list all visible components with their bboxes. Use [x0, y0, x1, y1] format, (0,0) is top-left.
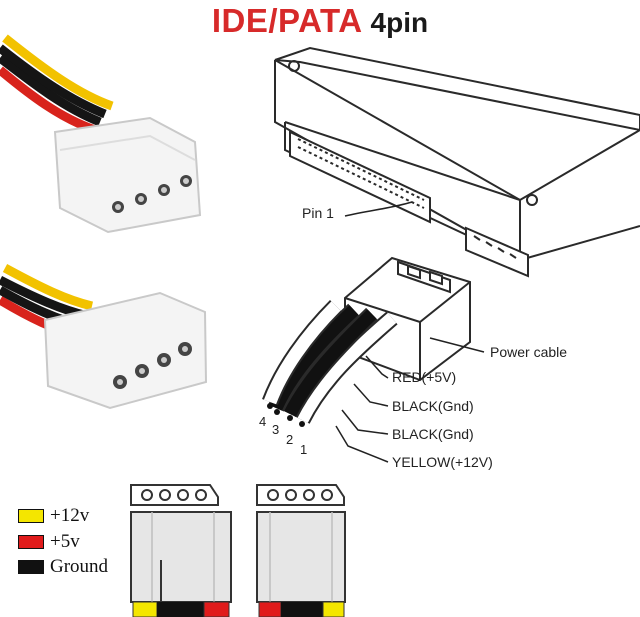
wire-label-black-1: BLACK(Gnd) [392, 398, 474, 414]
wire-label-black-2: BLACK(Gnd) [392, 426, 474, 442]
power-plug-drawing [344, 256, 471, 382]
pin-number-3: 3 [272, 422, 280, 437]
legend-item-12v: +12v [18, 505, 90, 526]
pin-number-2: 2 [286, 432, 294, 447]
wire-label-red: RED(+5V) [392, 369, 457, 385]
title-main: IDE/PATA [211, 2, 363, 39]
title-sub: 4pin [370, 7, 429, 38]
molex-connector-photo-bottom [0, 264, 208, 410]
molex-connector-photo-top [0, 34, 202, 234]
pin1-pointer-line [344, 201, 413, 217]
legend-label: Ground [50, 556, 109, 577]
pin-number-4: 4 [259, 414, 267, 429]
pin1-label: Pin 1 [302, 205, 334, 221]
schematic-connector-right [256, 484, 346, 617]
power-plug-wires [262, 299, 398, 427]
legend-label: +5v [50, 531, 80, 552]
legend-swatch-black [18, 560, 44, 574]
schematic-connector-left [130, 484, 232, 617]
label-leader-lines [335, 337, 485, 463]
pin-number-1: 1 [300, 442, 308, 457]
legend-item-5v: +5v [18, 531, 80, 552]
legend-label: +12v [50, 505, 90, 526]
legend-swatch-yellow [18, 509, 44, 523]
legend-swatch-red [18, 535, 44, 549]
legend-item-ground: Ground [18, 556, 109, 577]
wire-label-yellow: YELLOW(+12V) [392, 454, 493, 470]
hard-drive-drawing [274, 46, 640, 278]
power-cable-label: Power cable [490, 344, 568, 360]
